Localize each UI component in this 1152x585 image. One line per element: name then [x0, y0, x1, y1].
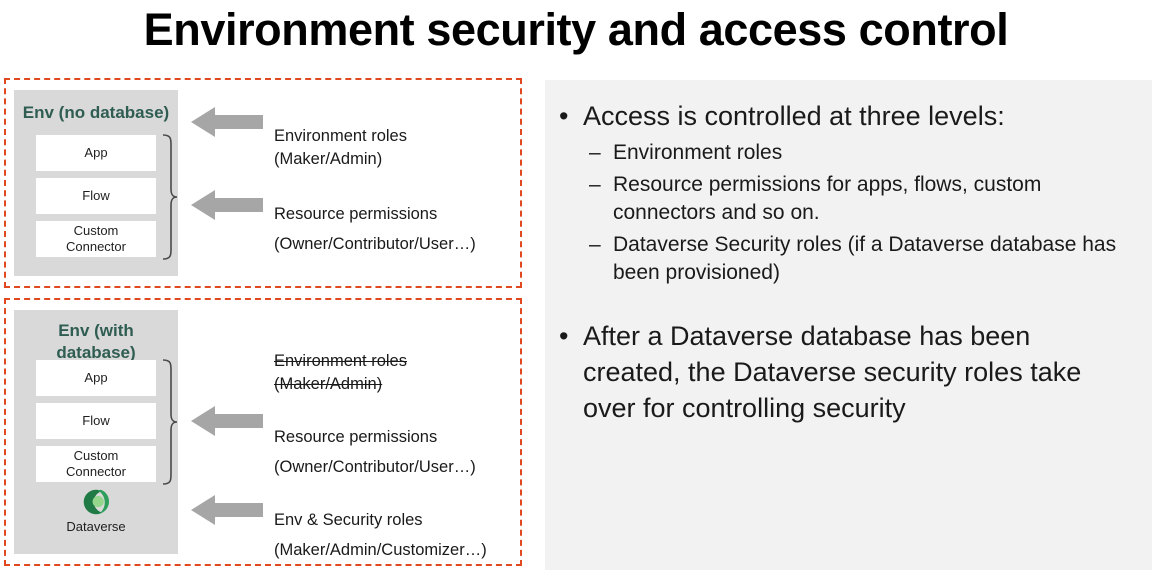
callout-line-2: (Maker/Admin) — [274, 150, 383, 168]
content-panel: • Access is controlled at three levels: … — [545, 80, 1152, 570]
callout-line-1: Environment roles — [274, 127, 407, 145]
resource-label: Flow — [82, 188, 110, 203]
resource-label: Custom Connector — [66, 448, 126, 479]
sub-bullet-item-environment-roles: – Environment roles — [583, 139, 1152, 167]
callout-line-1: Env & Security roles — [274, 511, 423, 529]
bullet-list: • Access is controlled at three levels: … — [545, 98, 1152, 426]
resource-label: Custom Connector — [66, 223, 126, 254]
callout-resource-permissions-no-database: Resource permissions (Owner/Contributor/… — [274, 180, 524, 279]
bullet-item-dataverse-takeover: • After a Dataverse database has been cr… — [545, 318, 1152, 426]
callout-line-2: (Owner/Contributor/User…) — [274, 458, 476, 476]
env-heading-no-database: Env (no database) — [22, 103, 170, 122]
resource-box-flow: Flow — [36, 178, 156, 214]
dataverse-block: Dataverse — [36, 488, 156, 535]
env-heading-with-database: Env (with database) — [56, 321, 136, 362]
callout-env-security-roles: Env & Security roles (Maker/Admin/Custom… — [274, 486, 534, 585]
group-box-with-database — [4, 298, 522, 566]
curly-brace-icon — [160, 358, 178, 486]
sub-bullet-marker-icon: – — [589, 233, 601, 256]
resource-box-app: App — [36, 360, 156, 396]
resource-box-custom-connector: Custom Connector — [36, 446, 156, 482]
bullet-marker-icon: • — [559, 321, 569, 351]
bullet-text: Access is controlled at three levels: — [583, 101, 1005, 131]
resource-label: App — [84, 145, 108, 160]
group-box-no-database — [4, 78, 522, 288]
bullet-text: After a Dataverse database has been crea… — [583, 321, 1082, 423]
sub-bullet-item-dataverse-security-roles: – Dataverse Security roles (if a Dataver… — [583, 231, 1152, 287]
env-panel-with-database: Env (with database) App Flow Custom Conn… — [14, 310, 178, 554]
arrow-left-icon-env-security-roles — [191, 495, 263, 525]
sub-bullet-marker-icon: – — [589, 173, 601, 196]
callout-resource-permissions-with-database: Resource permissions (Owner/Contributor/… — [274, 403, 524, 502]
arrow-left-icon-resource-permissions — [191, 190, 263, 220]
sub-bullet-text: Dataverse Security roles (if a Dataverse… — [613, 233, 1117, 284]
resource-box-flow: Flow — [36, 403, 156, 439]
resource-box-app: App — [36, 135, 156, 171]
callout-line-1: Environment roles — [274, 352, 407, 370]
page-title: Environment security and access control — [143, 4, 1009, 55]
callout-line-2: (Maker/Admin/Customizer…) — [274, 541, 487, 559]
sub-bullet-text: Resource permissions for apps, flows, cu… — [613, 173, 1042, 224]
arrow-left-icon-resource-permissions — [191, 406, 263, 436]
sub-bullet-text: Environment roles — [613, 141, 783, 164]
dataverse-label: Dataverse — [66, 519, 126, 534]
resource-label: Flow — [82, 413, 110, 428]
sub-bullet-item-resource-permissions: – Resource permissions for apps, flows, … — [583, 171, 1152, 227]
bullet-item-access-levels: • Access is controlled at three levels: … — [545, 98, 1152, 287]
sub-bullet-list: – Environment roles – Resource permissio… — [583, 139, 1152, 287]
curly-brace-icon — [160, 133, 178, 261]
callout-environment-roles-struck: Environment roles (Maker/Admin) — [274, 327, 524, 419]
callout-line-2: (Owner/Contributor/User…) — [274, 235, 476, 253]
dataverse-icon — [83, 489, 110, 515]
callout-environment-roles-no-database: Environment roles (Maker/Admin) — [274, 102, 524, 194]
resource-box-custom-connector: Custom Connector — [36, 221, 156, 257]
resource-label: App — [84, 370, 108, 385]
callout-line-1: Resource permissions — [274, 205, 438, 223]
env-panel-no-database: Env (no database) App Flow Custom Connec… — [14, 90, 178, 276]
callout-line-2: (Maker/Admin) — [274, 375, 383, 393]
sub-bullet-marker-icon: – — [589, 141, 601, 164]
arrow-left-icon-environment-roles — [191, 107, 263, 137]
bullet-marker-icon: • — [559, 101, 569, 131]
callout-line-1: Resource permissions — [274, 428, 438, 446]
